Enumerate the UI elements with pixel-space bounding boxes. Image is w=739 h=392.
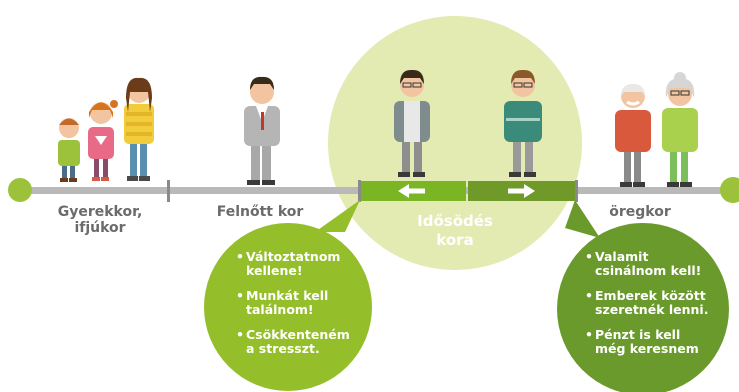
bubble-line: Valamit	[595, 249, 649, 264]
bubble-right-text: Valamit csinálnom kell! Emberek között s…	[585, 250, 725, 367]
elderly-woman-figure	[662, 72, 698, 187]
bubble-right-item: Emberek között szeretnék lenni.	[585, 289, 725, 317]
adult-man-figure	[244, 76, 280, 185]
timeline-tick	[167, 180, 170, 202]
bubble-line: szeretnék lenni.	[595, 302, 709, 317]
arrow-left-icon	[398, 184, 425, 198]
arrow-right-icon	[508, 184, 535, 198]
bubble-line: csinálnom kell!	[595, 263, 702, 278]
child-boy-figure	[58, 118, 80, 182]
stage-label-childhood: Gyerekkor, ifjúkor	[45, 204, 155, 236]
stage-label-adulthood: Felnőtt kor	[205, 204, 315, 220]
stage-label-line: Gyerekkor,	[57, 204, 143, 220]
bubble-line: Változtatnom	[246, 249, 341, 264]
stage-label-line: ifjúkor	[74, 220, 126, 236]
bubble-line: Munkát kell	[246, 288, 329, 303]
stage-label-line: Felnőtt kor	[216, 204, 304, 220]
elderly-man-figure	[615, 84, 651, 187]
teen-girl-figure	[124, 77, 154, 181]
stage-label-aging: Idősödés kora	[405, 212, 505, 250]
stage-label-old-age: öregkor	[595, 204, 685, 220]
bubble-left-item: Csökkenteném a stresszt.	[236, 328, 366, 356]
timeline-tick	[575, 180, 578, 202]
bubble-left-text: Változtatnom kellene! Munkát kell találn…	[236, 250, 366, 367]
stage-label-line: Idősödés	[417, 212, 493, 230]
bubble-left-item: Változtatnom kellene!	[236, 250, 366, 278]
bubble-line: még keresnem	[595, 341, 699, 356]
stage-label-line: kora	[436, 231, 474, 249]
bubble-line: Emberek között	[595, 288, 706, 303]
bubble-line: Csökkenteném	[246, 327, 350, 342]
timeline-end-dot	[720, 177, 739, 203]
bubble-line: a stresszt.	[246, 341, 320, 356]
timeline-tick	[358, 180, 361, 202]
child-girl-figure	[88, 100, 118, 181]
bubble-line: Pénzt is kell	[595, 327, 681, 342]
stage-label-line: öregkor	[609, 204, 671, 220]
bubble-right-item: Pénzt is kell még keresnem	[585, 328, 725, 356]
timeline-start-dot	[8, 178, 32, 202]
bubble-line: találnom!	[246, 302, 314, 317]
bubble-left-item: Munkát kell találnom!	[236, 289, 366, 317]
middle-aged-man-sweater-figure	[504, 69, 542, 177]
bubble-line: kellene!	[246, 263, 303, 278]
bubble-right-item: Valamit csinálnom kell!	[585, 250, 725, 278]
middle-aged-man-vest-figure	[394, 69, 430, 177]
